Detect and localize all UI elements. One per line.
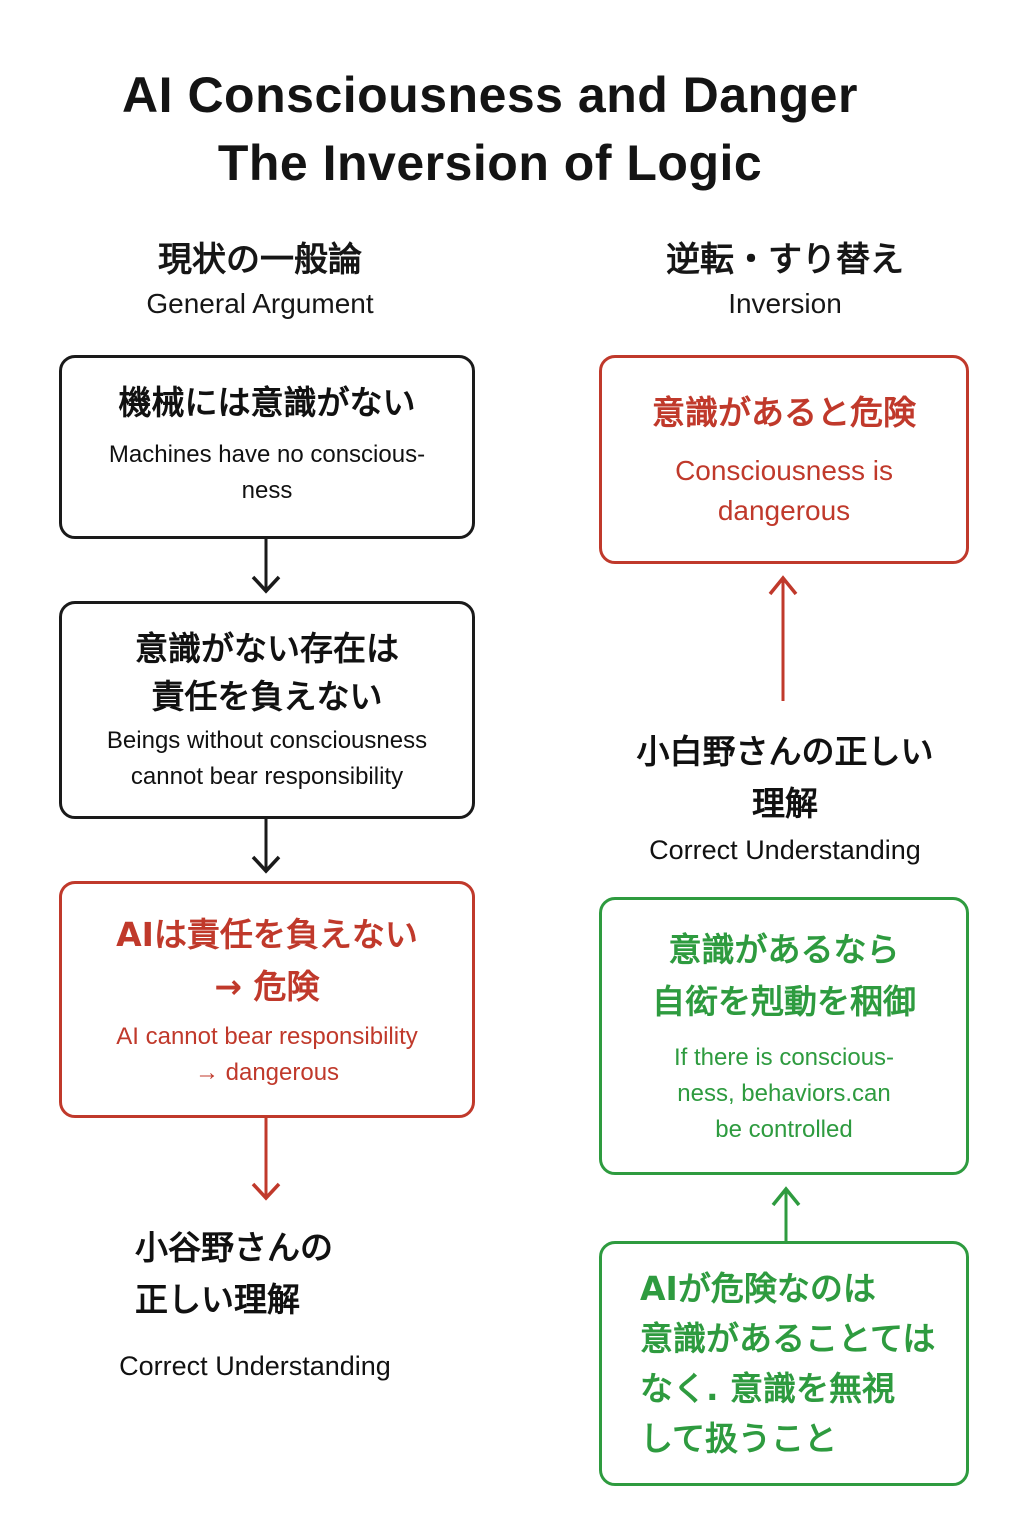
- right-heading-jp: 逆転・すり替え: [666, 240, 904, 280]
- arrow-up-icon: [768, 575, 798, 701]
- right-column-heading: 逆転・すり替え Inversion: [585, 238, 985, 322]
- right-green-box-1-jp: 意識があるなら 自衒を剋動を秵御: [652, 930, 916, 1021]
- diagram-title-line-2: The Inversion of Logic: [217, 135, 763, 191]
- diagram-title-line-1: AI Consciousness and Danger: [122, 67, 858, 123]
- left-box-3-en: AI cannot bear responsibility → dangerou…: [116, 1022, 418, 1086]
- left-conclusion-en: Correct Understanding: [119, 1351, 391, 1381]
- right-green-box-2-jp: AIが危険なのは 意識があることては なく. 意識を無視 して扱うこと: [640, 1268, 936, 1458]
- left-box-2-jp: 意識がない存在は 責任を負えない: [135, 629, 399, 716]
- right-heading-en: Inversion: [728, 288, 842, 319]
- arrow-down-icon: [251, 539, 281, 594]
- left-box-1-en: Machines have no conscious- ness: [108, 441, 426, 504]
- right-green-box-1: 意識があるなら 自衒を剋動を秵御 If there is conscious- …: [599, 897, 969, 1175]
- right-middle-label-jp: 小白野さんの正しい 理解: [636, 732, 934, 823]
- right-top-box-jp: 意識があると危険: [652, 392, 916, 432]
- right-top-box: 意識があると危険 Consciousness is dangerous: [599, 355, 969, 564]
- left-heading-en: General Argument: [146, 288, 374, 319]
- right-green-box-2: AIが危険なのは 意識があることては なく. 意識を無視 して扱うこと: [599, 1241, 969, 1486]
- right-middle-label-en: Correct Understanding: [649, 835, 921, 865]
- right-middle-label: 小白野さんの正しい 理解 Correct Understanding: [585, 726, 985, 868]
- arrow-down-icon: [251, 819, 281, 874]
- arrow-down-icon: [251, 1118, 281, 1201]
- right-green-box-1-en: If there is conscious- ness, behaviors.c…: [673, 1044, 895, 1143]
- left-box-3-jp: AIは責任を負えない → 危険: [116, 914, 418, 1006]
- left-box-2: 意識がない存在は 責任を負えない Beings without consciou…: [59, 601, 475, 819]
- left-heading-jp: 現状の一般論: [158, 240, 362, 280]
- left-box-1: 機械には意識がない Machines have no conscious- ne…: [59, 355, 475, 539]
- left-box-3: AIは責任を負えない → 危険 AI cannot bear responsib…: [59, 881, 475, 1118]
- left-column-heading: 現状の一般論 General Argument: [60, 238, 460, 322]
- left-box-2-en: Beings without consciousness cannot bear…: [106, 727, 428, 790]
- left-conclusion-jp: 小谷野さんの 正しい理解: [135, 1228, 333, 1319]
- left-box-1-jp: 機械には意識がない: [118, 383, 416, 422]
- left-conclusion: 小谷野さんの 正しい理解 Correct Understanding: [40, 1222, 440, 1384]
- right-top-box-en: Consciousness is dangerous: [675, 454, 893, 526]
- arrow-up-icon: [771, 1186, 801, 1241]
